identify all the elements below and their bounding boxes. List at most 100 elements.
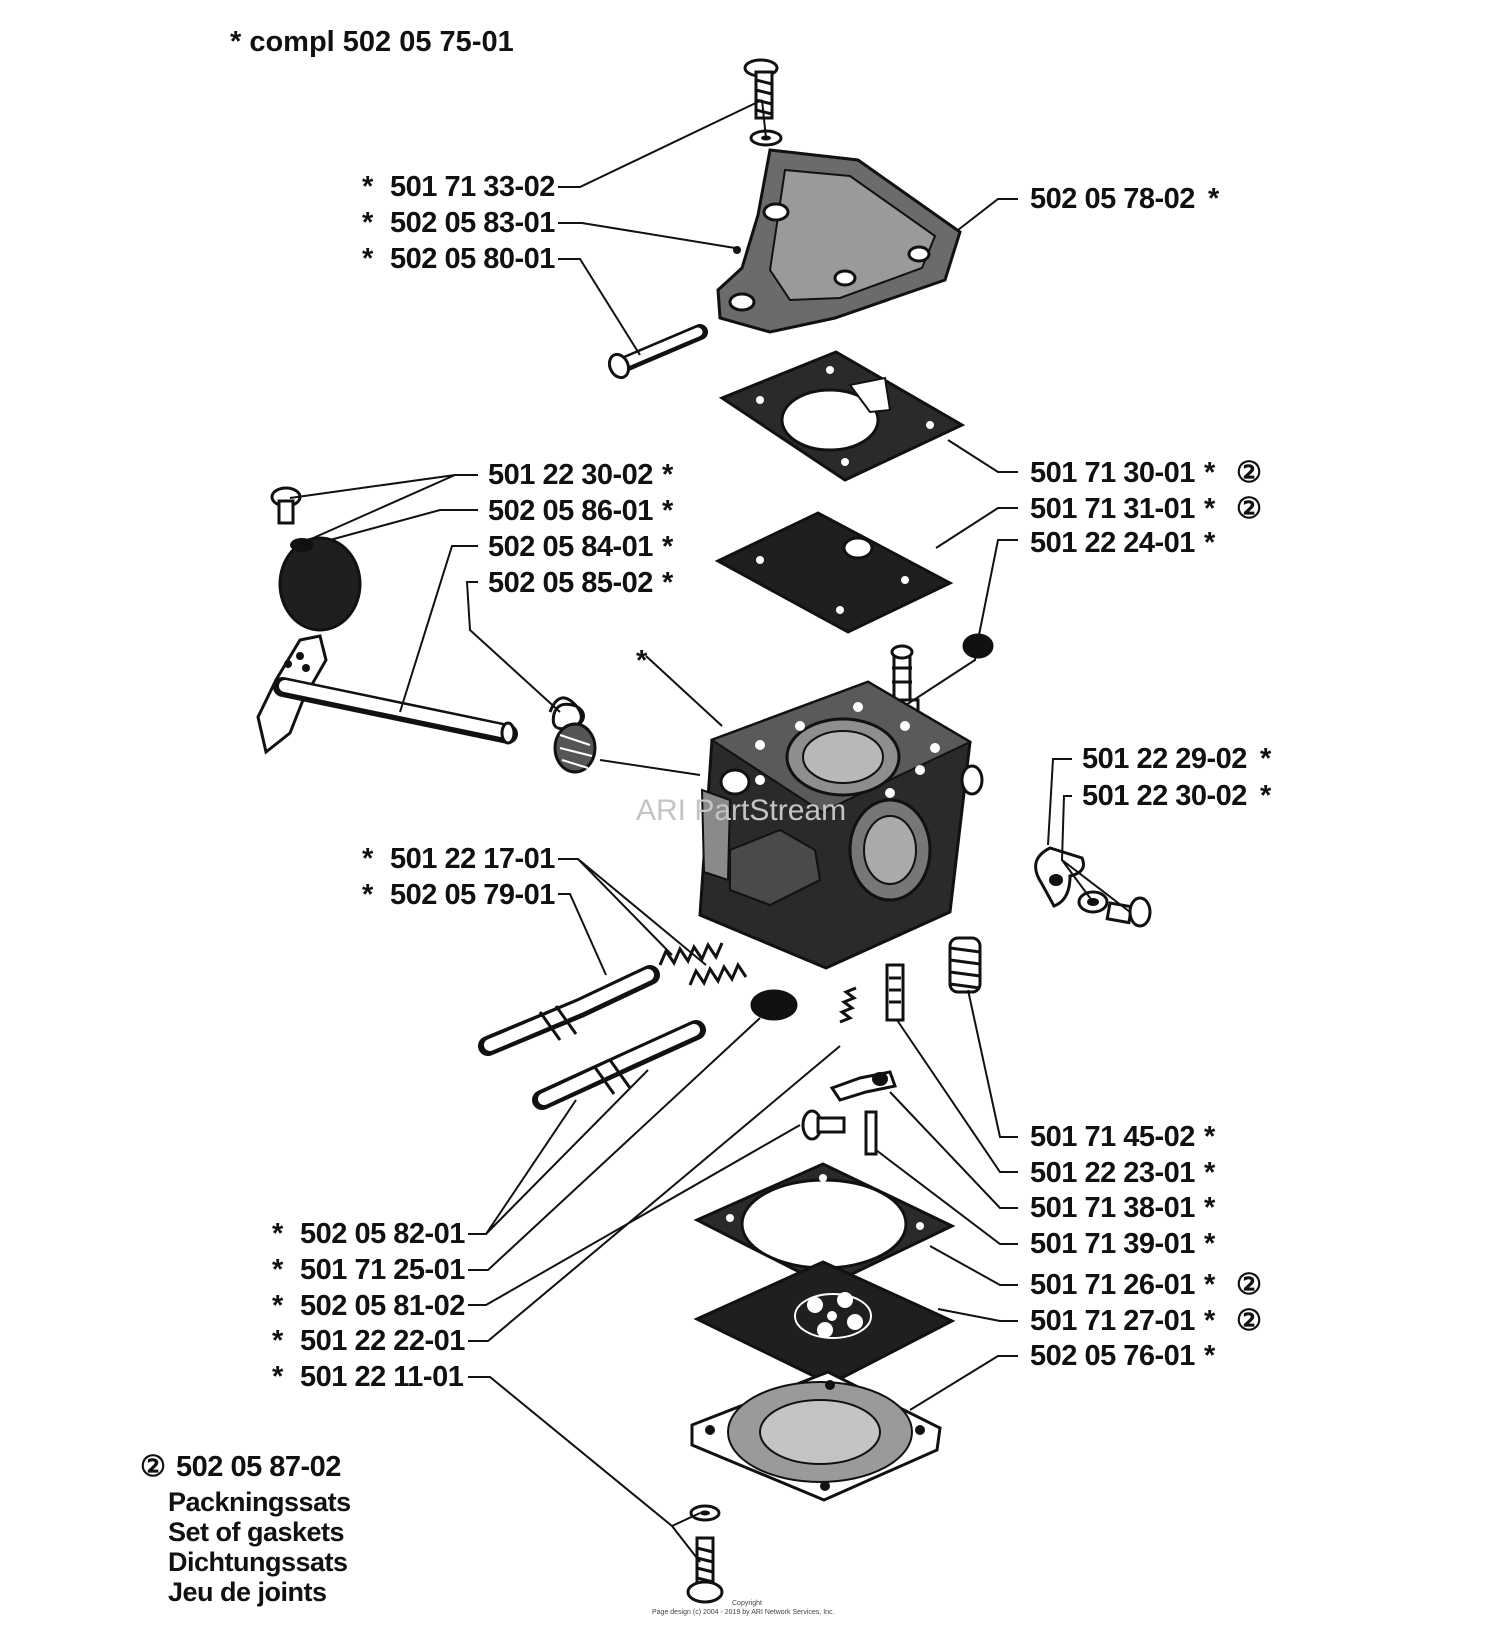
cover-long-screw-part <box>607 324 708 380</box>
marker-lever-screw: * <box>272 1290 284 1322</box>
parts-illustration <box>256 58 1152 1604</box>
marker-small-spring: * <box>272 1325 284 1357</box>
welch-plug-part <box>750 989 798 1021</box>
callout-cover-dot[interactable]: 502 05 83-01 <box>390 207 556 239</box>
cover-bolt-part <box>686 1504 724 1604</box>
callout-idle-spring[interactable]: 501 71 45-02 <box>1030 1121 1195 1153</box>
marker-lever-pin: * <box>1204 1228 1216 1260</box>
marker-pump-cover: * <box>1208 183 1220 215</box>
callout-inlet-screen[interactable]: 501 22 24-01 <box>1030 527 1196 559</box>
marker-pump-gasket: * <box>1204 457 1216 489</box>
callout-choke-plate[interactable]: 502 05 86-01 <box>488 495 654 527</box>
watermark: ARI PartStream <box>636 794 846 827</box>
marker-inlet-screen: * <box>1204 527 1216 559</box>
marker-inlet-needle: * <box>1204 1157 1216 1189</box>
pump-cover-part <box>716 148 962 334</box>
leader-lines <box>289 99 1131 1563</box>
callout-pump-diaphragm[interactable]: 501 71 31-01 <box>1030 493 1196 525</box>
kit-name-french: Jeu de joints <box>168 1577 327 1607</box>
marker-carb-body: * <box>636 645 648 677</box>
marker-needle-high: * <box>362 879 374 911</box>
choke-spring-part <box>548 696 597 774</box>
leader-pump-gasket <box>947 439 1018 473</box>
marker-detent-screw: * <box>1260 780 1272 812</box>
leader-cover-dot <box>558 222 736 249</box>
leader-cover-long-screw <box>558 258 641 356</box>
leader-choke-screw <box>289 474 478 544</box>
metering-diaphragm-part <box>693 1260 956 1386</box>
callout-choke-spring[interactable]: 502 05 85-02 <box>488 567 653 599</box>
choke-shaft-part <box>256 634 518 755</box>
callout-lever-pin[interactable]: 501 71 39-01 <box>1030 1228 1196 1260</box>
needle-low-part <box>532 1020 706 1110</box>
marker-choke-shaft: * <box>662 531 674 563</box>
leader-welch-plug <box>468 1017 761 1271</box>
leader-metering-gasket <box>929 1245 1018 1286</box>
gasket-kit-legend: ② 502 05 87-02 Packningssats Set of gask… <box>140 1451 351 1607</box>
callout-detent-clip[interactable]: 501 22 29-02 <box>1082 743 1247 775</box>
callout-needle-low[interactable]: 502 05 82-01 <box>300 1218 466 1250</box>
leader-cover-bolt <box>468 1376 701 1563</box>
callout-choke-shaft[interactable]: 502 05 84-01 <box>488 531 654 563</box>
kit-mark-pump-gasket: ② <box>1236 457 1262 489</box>
leader-choke-spring <box>465 581 701 776</box>
marker-detent-clip: * <box>1260 743 1272 775</box>
marker-pump-diaphragm: * <box>1204 493 1216 525</box>
leader-lever-screw <box>468 1124 801 1306</box>
metering-cover-part <box>690 1370 942 1502</box>
marker-cover-dot: * <box>362 207 374 239</box>
leader-choke-plate <box>329 509 478 541</box>
callout-cover-long-screw[interactable]: 502 05 80-01 <box>390 243 556 275</box>
marker-metering-cover: * <box>1204 1340 1216 1372</box>
marker-needle-spring: * <box>362 843 374 875</box>
pump-diaphragm-part <box>714 511 954 634</box>
copyright-line-1: Copyright <box>732 1600 762 1607</box>
marker-metering-gasket: * <box>1204 1269 1216 1301</box>
marker-cover-bolt: * <box>272 1361 284 1393</box>
idle-spring-part <box>948 936 982 994</box>
leader-carb-body <box>645 655 723 727</box>
callout-metering-gasket[interactable]: 501 71 26-01 <box>1030 1269 1196 1301</box>
callout-needle-spring[interactable]: 501 22 17-01 <box>390 843 556 875</box>
callout-metering-cover[interactable]: 502 05 76-01 <box>1030 1340 1196 1372</box>
marker-welch-plug: * <box>272 1254 284 1286</box>
marker-choke-plate: * <box>662 495 674 527</box>
lever-pin-part <box>864 1110 878 1156</box>
copyright-line-2: Page design (c) 2004 - 2019 by ARI Netwo… <box>652 1609 835 1616</box>
leader-pump-diaphragm <box>935 507 1018 549</box>
leader-inlet-needle <box>896 1019 1018 1173</box>
marker-needle-low: * <box>272 1218 284 1250</box>
callout-control-lever[interactable]: 501 71 38-01 <box>1030 1192 1196 1224</box>
carb-body-part <box>698 680 984 970</box>
kit-name-swedish: Packningssats <box>168 1487 351 1517</box>
marker-idle-spring: * <box>1204 1121 1216 1153</box>
callout-cover-screw[interactable]: 501 71 33-02 <box>390 171 555 203</box>
callout-needle-high[interactable]: 502 05 79-01 <box>390 879 556 911</box>
callout-small-spring[interactable]: 501 22 22-01 <box>300 1325 466 1357</box>
control-lever-part <box>829 1070 897 1102</box>
leader-idle-spring <box>967 989 1018 1138</box>
callout-welch-plug[interactable]: 501 71 25-01 <box>300 1254 466 1286</box>
leader-small-spring <box>468 1045 841 1342</box>
callout-choke-screw[interactable]: 501 22 30-02 <box>488 459 653 491</box>
callout-pump-cover[interactable]: 502 05 78-02 <box>1030 183 1195 215</box>
callout-pump-gasket[interactable]: 501 71 30-01 <box>1030 457 1196 489</box>
kit-mark-metering-gasket: ② <box>1236 1269 1262 1301</box>
callout-metering-diaphragm[interactable]: 501 71 27-01 <box>1030 1305 1196 1337</box>
callout-cover-bolt[interactable]: 501 22 11-01 <box>300 1361 464 1393</box>
leader-needle-low <box>468 1069 649 1235</box>
kit-mark-metering-diaphragm: ② <box>1236 1305 1262 1337</box>
marker-cover-long-screw: * <box>362 243 374 275</box>
callout-inlet-needle[interactable]: 501 22 23-01 <box>1030 1157 1196 1189</box>
callout-detent-screw[interactable]: 501 22 30-02 <box>1082 780 1247 812</box>
callout-labels: * 501 71 33-02 * 502 05 83-01 * 502 05 8… <box>272 171 1273 1393</box>
leader-metering-cover <box>909 1355 1018 1411</box>
detent-clip-part <box>1034 846 1152 928</box>
callout-lever-screw[interactable]: 502 05 81-02 <box>300 1290 465 1322</box>
assembly-note: * compl 502 05 75-01 <box>230 26 514 58</box>
kit-number[interactable]: 502 05 87-02 <box>176 1451 341 1483</box>
kit-mark-pump-diaphragm: ② <box>1236 493 1262 525</box>
metering-gasket-part <box>693 1162 956 1288</box>
lever-screw-part <box>801 1109 846 1141</box>
